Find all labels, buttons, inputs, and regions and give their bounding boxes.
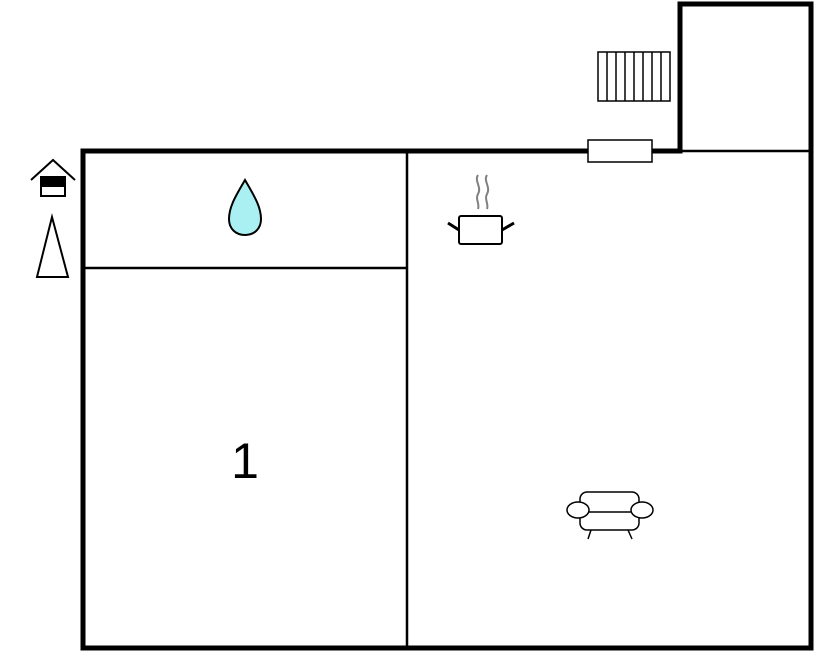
- outer-walls: [80, 1, 814, 651]
- house-entrance-icon: [30, 158, 76, 197]
- sofa-icon: [566, 491, 654, 540]
- room-annex: [682, 6, 809, 150]
- window-icon: [587, 139, 653, 163]
- staircase-icon: [597, 51, 671, 102]
- water-drop-icon: [227, 177, 263, 237]
- interior-walls: [83, 149, 811, 648]
- cooking-pot-icon: [447, 174, 515, 245]
- north-arrow-icon: [35, 213, 70, 278]
- room-number-label: 1: [231, 433, 259, 489]
